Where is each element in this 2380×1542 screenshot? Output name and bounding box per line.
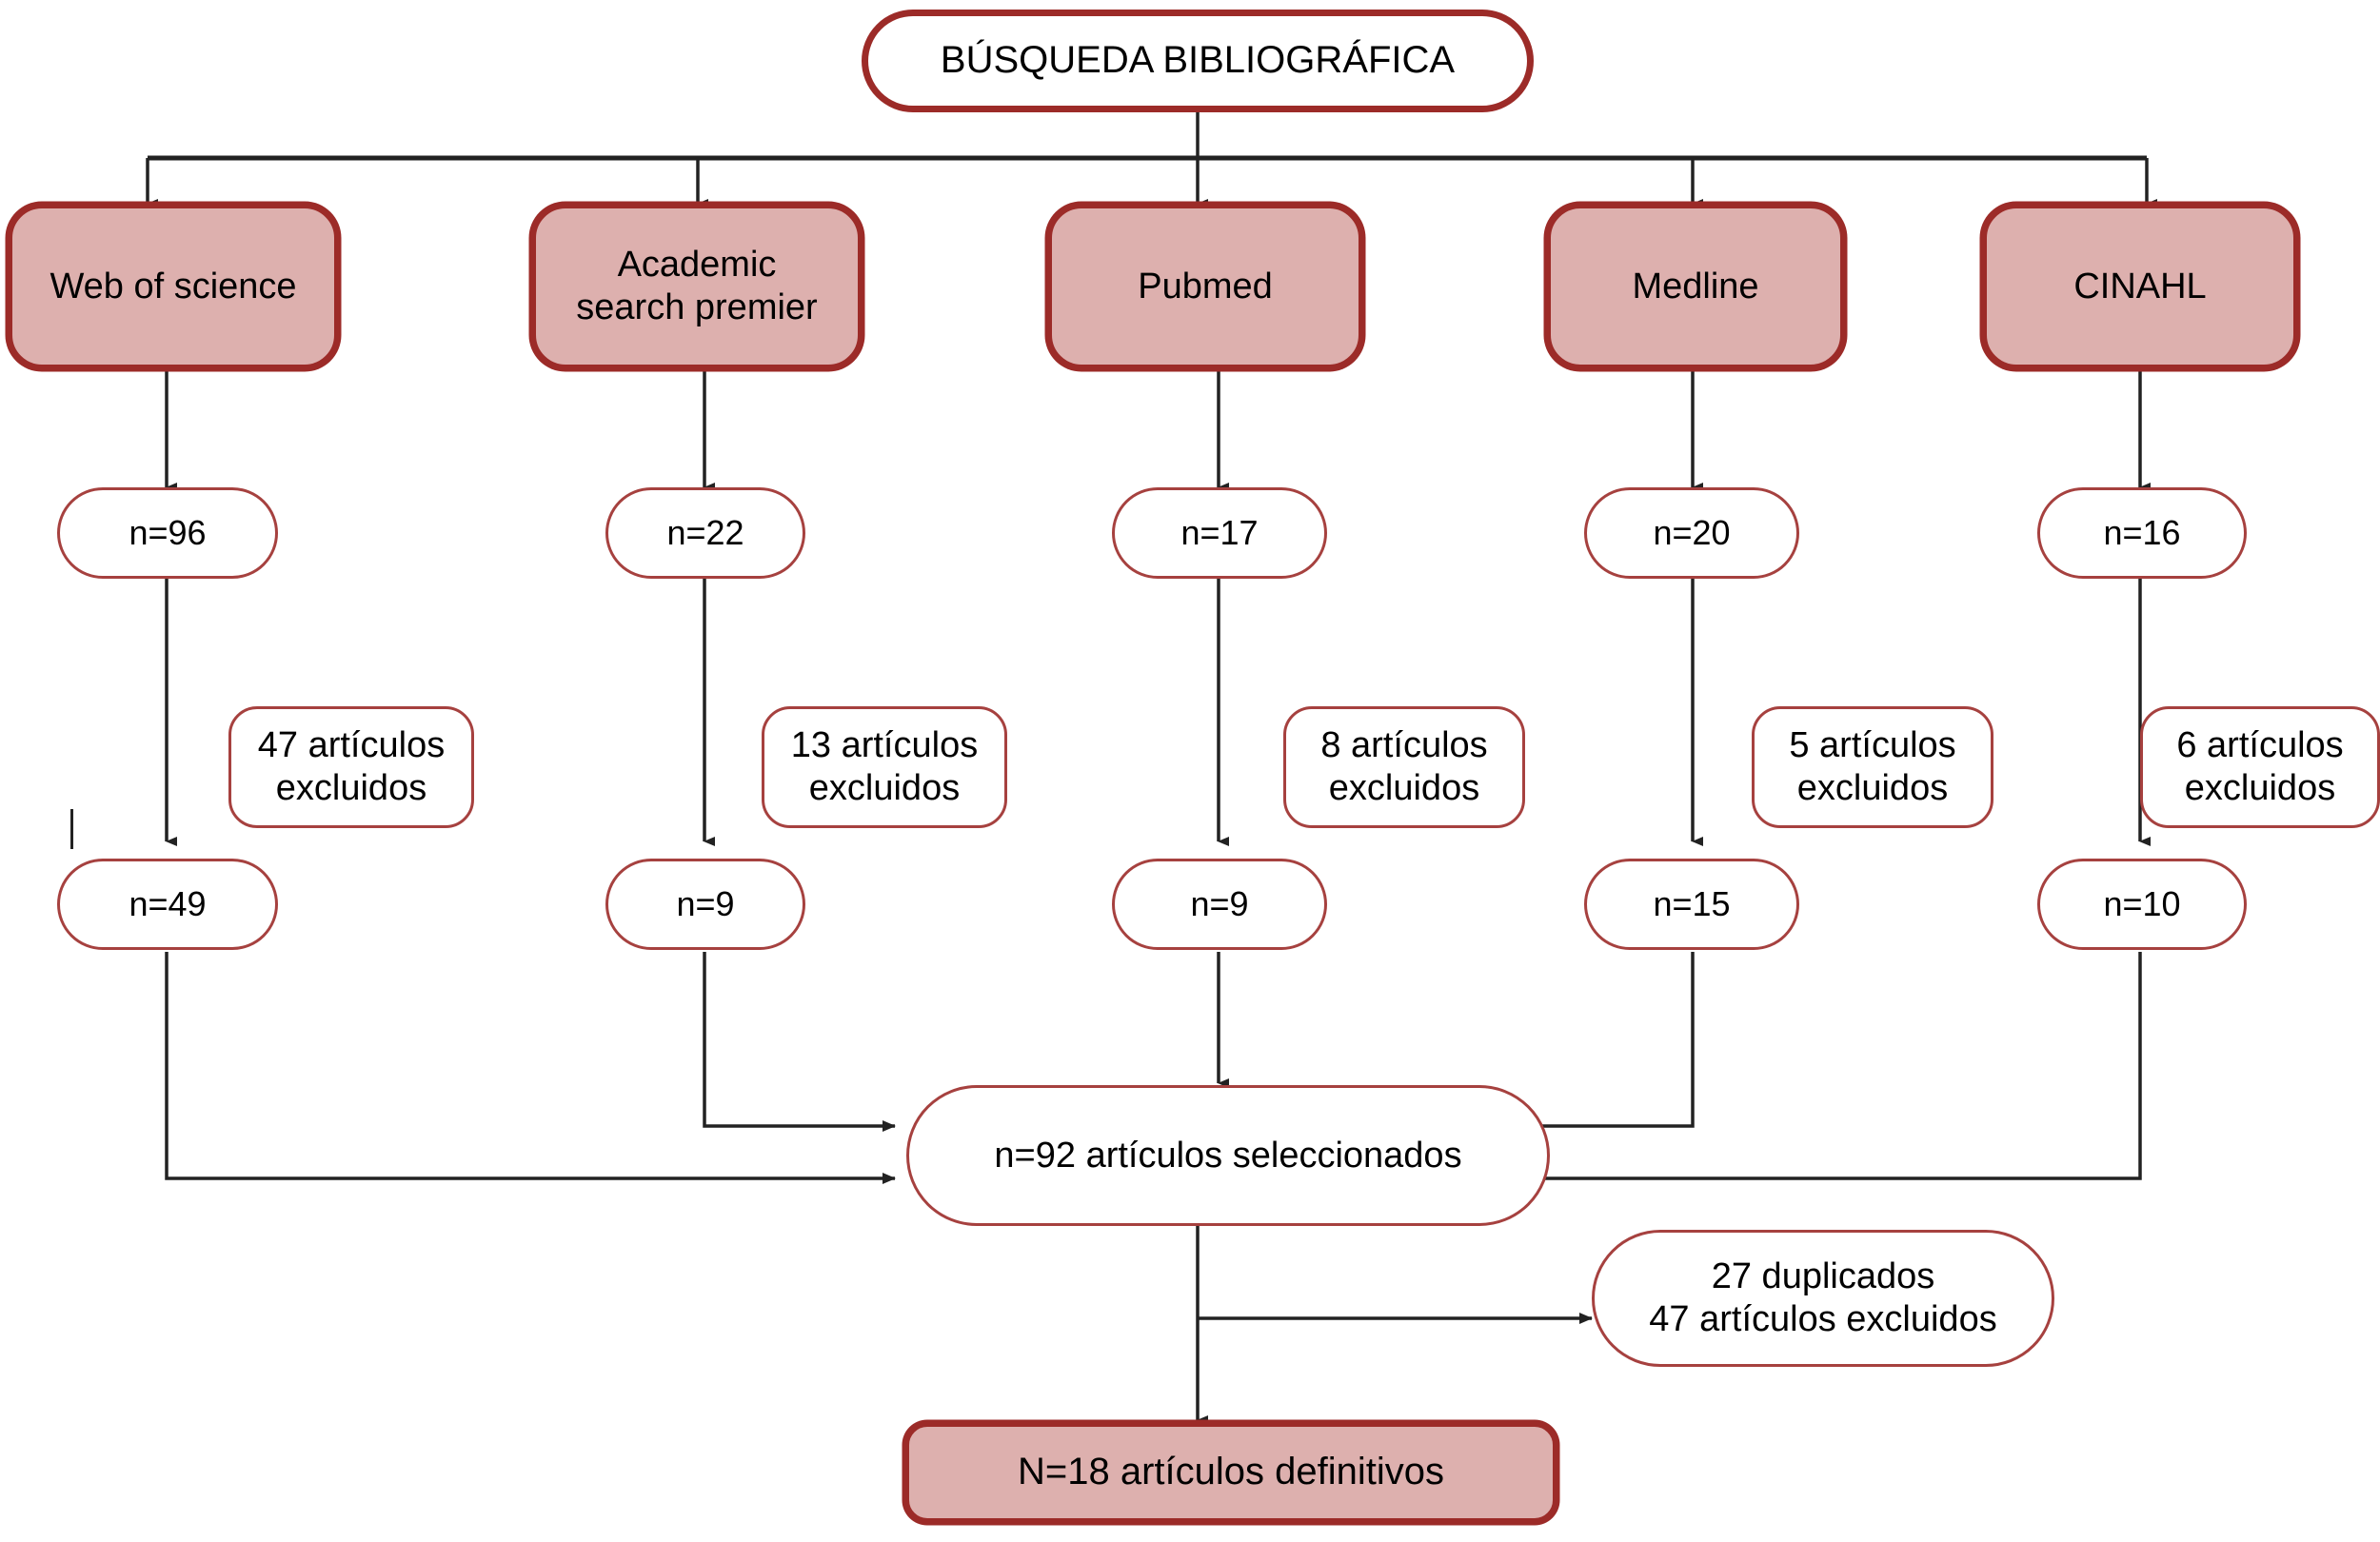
node-busqueda-bibliografica[interactable]: BÚSQUEDA BIBLIOGRÁFICA xyxy=(862,10,1534,112)
node-label: n=9 xyxy=(676,883,735,923)
node-label: Pubmed xyxy=(1138,266,1273,306)
edge-retained3-to-selected xyxy=(1511,952,1695,1132)
node-label: n=15 xyxy=(1653,883,1731,923)
node-initial-count-pubmed[interactable]: n=17 xyxy=(1112,487,1327,579)
node-excluded-cinahl[interactable]: 6 artículos excluidos xyxy=(2140,706,2380,828)
node-duplicates-excluded[interactable]: 27 duplicados 47 artículos excluidos xyxy=(1592,1230,2054,1367)
node-label: 8 artículos excluidos xyxy=(1320,725,1488,808)
node-retained-count-academic-search-premier[interactable]: n=9 xyxy=(605,859,805,950)
node-label: BÚSQUEDA BIBLIOGRÁFICA xyxy=(940,39,1456,82)
node-excluded-academic-search-premier[interactable]: 13 artículos excluidos xyxy=(762,706,1007,828)
node-initial-count-medline[interactable]: n=20 xyxy=(1584,487,1799,579)
edge-retained4-to-selected xyxy=(1511,952,2142,1184)
node-initial-count-web-of-science[interactable]: n=96 xyxy=(57,487,278,579)
node-label: Medline xyxy=(1632,266,1759,306)
node-label: n=20 xyxy=(1653,512,1731,552)
node-retained-count-web-of-science[interactable]: n=49 xyxy=(57,859,278,950)
node-label: Academic search premier xyxy=(576,245,818,327)
node-excluded-web-of-science[interactable]: 47 artículos excluidos xyxy=(228,706,474,828)
node-database-pubmed[interactable]: Pubmed xyxy=(1045,202,1365,371)
node-database-web-of-science[interactable]: Web of science xyxy=(6,202,341,371)
node-retained-count-pubmed[interactable]: n=9 xyxy=(1112,859,1327,950)
node-retained-count-cinahl[interactable]: n=10 xyxy=(2037,859,2247,950)
node-label: n=96 xyxy=(129,512,207,552)
node-database-cinahl[interactable]: CINAHL xyxy=(1980,202,2300,371)
node-selected-articles[interactable]: n=92 artículos seleccionados xyxy=(906,1085,1550,1226)
node-database-medline[interactable]: Medline xyxy=(1544,202,1847,371)
node-final-articles[interactable]: N=18 artículos definitivos xyxy=(902,1420,1559,1525)
node-excluded-medline[interactable]: 5 artículos excluidos xyxy=(1752,706,1993,828)
node-label: n=9 xyxy=(1190,883,1249,923)
edge-retained1-to-selected xyxy=(703,952,896,1132)
node-label: n=17 xyxy=(1180,512,1259,552)
node-label: Web of science xyxy=(50,266,297,306)
node-label: N=18 artículos definitivos xyxy=(1017,1451,1444,1493)
node-label: 5 artículos excluidos xyxy=(1789,725,1956,808)
node-label: n=10 xyxy=(2103,883,2181,923)
edge-retained0-to-selected xyxy=(165,952,896,1184)
node-excluded-pubmed[interactable]: 8 artículos excluidos xyxy=(1283,706,1525,828)
node-label: 13 artículos excluidos xyxy=(790,725,979,808)
node-label: n=22 xyxy=(666,512,744,552)
node-label: CINAHL xyxy=(2073,266,2207,306)
node-initial-count-academic-search-premier[interactable]: n=22 xyxy=(605,487,805,579)
stray-tick-mark xyxy=(70,809,73,849)
node-database-academic-search-premier[interactable]: Academic search premier xyxy=(529,202,864,371)
node-label: 47 artículos excluidos xyxy=(257,725,446,808)
node-label: 6 artículos excluidos xyxy=(2176,725,2344,808)
node-retained-count-medline[interactable]: n=15 xyxy=(1584,859,1799,950)
node-label: n=16 xyxy=(2103,512,2181,552)
node-initial-count-cinahl[interactable]: n=16 xyxy=(2037,487,2247,579)
node-label: 27 duplicados 47 artículos excluidos xyxy=(1649,1256,1997,1339)
node-label: n=49 xyxy=(129,883,207,923)
node-label: n=92 artículos seleccionados xyxy=(994,1135,1462,1176)
